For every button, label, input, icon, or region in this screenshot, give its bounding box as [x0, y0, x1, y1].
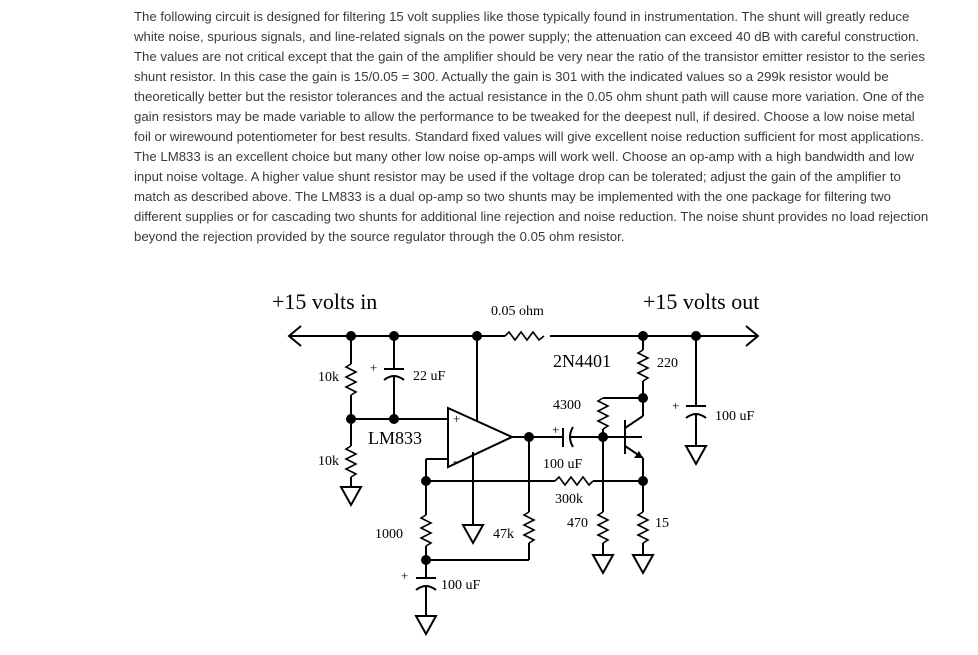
bias-top-label: 4300	[553, 398, 581, 413]
feedback-resistor-label: 300k	[555, 492, 583, 507]
emitter-resistor-label: 15	[655, 516, 669, 531]
opamp-plus-input: +	[453, 411, 460, 426]
divider-bottom-label: 10k	[318, 454, 339, 469]
polarity-mark: +	[370, 360, 377, 375]
shunt-resistor	[504, 330, 545, 342]
coupling-cap-label: 100 uF	[543, 457, 583, 472]
cap-22uf-label: 22 uF	[413, 369, 446, 384]
article-paragraph: The following circuit is designed for fi…	[134, 9, 929, 244]
ground-icon	[684, 445, 708, 467]
gain-cap-label: 100 uF	[441, 578, 481, 593]
ground-icon	[591, 554, 615, 576]
resistor-300k	[554, 475, 594, 487]
polarity-mark: +	[401, 568, 408, 583]
ground-icon	[461, 524, 485, 546]
polarity-mark: +	[672, 398, 679, 413]
opamp-lm833	[447, 406, 515, 469]
opamp-label: LM833	[368, 428, 422, 448]
gain-resistor-label: 1000	[375, 527, 403, 542]
junction-dots	[346, 331, 701, 565]
collector-resistor-label: 220	[657, 356, 678, 371]
resistor-1000	[419, 514, 433, 547]
resistor-470	[596, 511, 610, 544]
opamp-minus-input: -	[453, 453, 457, 468]
ground-icon	[414, 615, 438, 637]
output-arrow-icon	[745, 325, 760, 347]
resistor-10k-bottom	[344, 445, 358, 478]
ground-icon	[631, 554, 655, 576]
polarity-mark: +	[552, 422, 559, 437]
divider-top-label: 10k	[318, 370, 339, 385]
output-cap-label: 100 uF	[715, 409, 755, 424]
resistor-47k	[522, 511, 536, 544]
transistor-label: 2N4401	[553, 351, 611, 371]
ground-icon	[339, 486, 363, 508]
resistor-47k-label: 47k	[493, 527, 514, 542]
resistor-10k-top	[344, 363, 358, 396]
output-label: +15 volts out	[643, 289, 759, 314]
resistor-4300	[596, 397, 610, 430]
shunt-resistor-label: 0.05 ohm	[491, 304, 544, 319]
resistor-220	[636, 349, 650, 382]
bias-bottom-label: 470	[567, 516, 588, 531]
transistor-2n4401	[603, 398, 644, 459]
resistor-15	[636, 511, 650, 544]
capacitor-22uf	[383, 375, 405, 381]
input-label: +15 volts in	[272, 289, 377, 314]
